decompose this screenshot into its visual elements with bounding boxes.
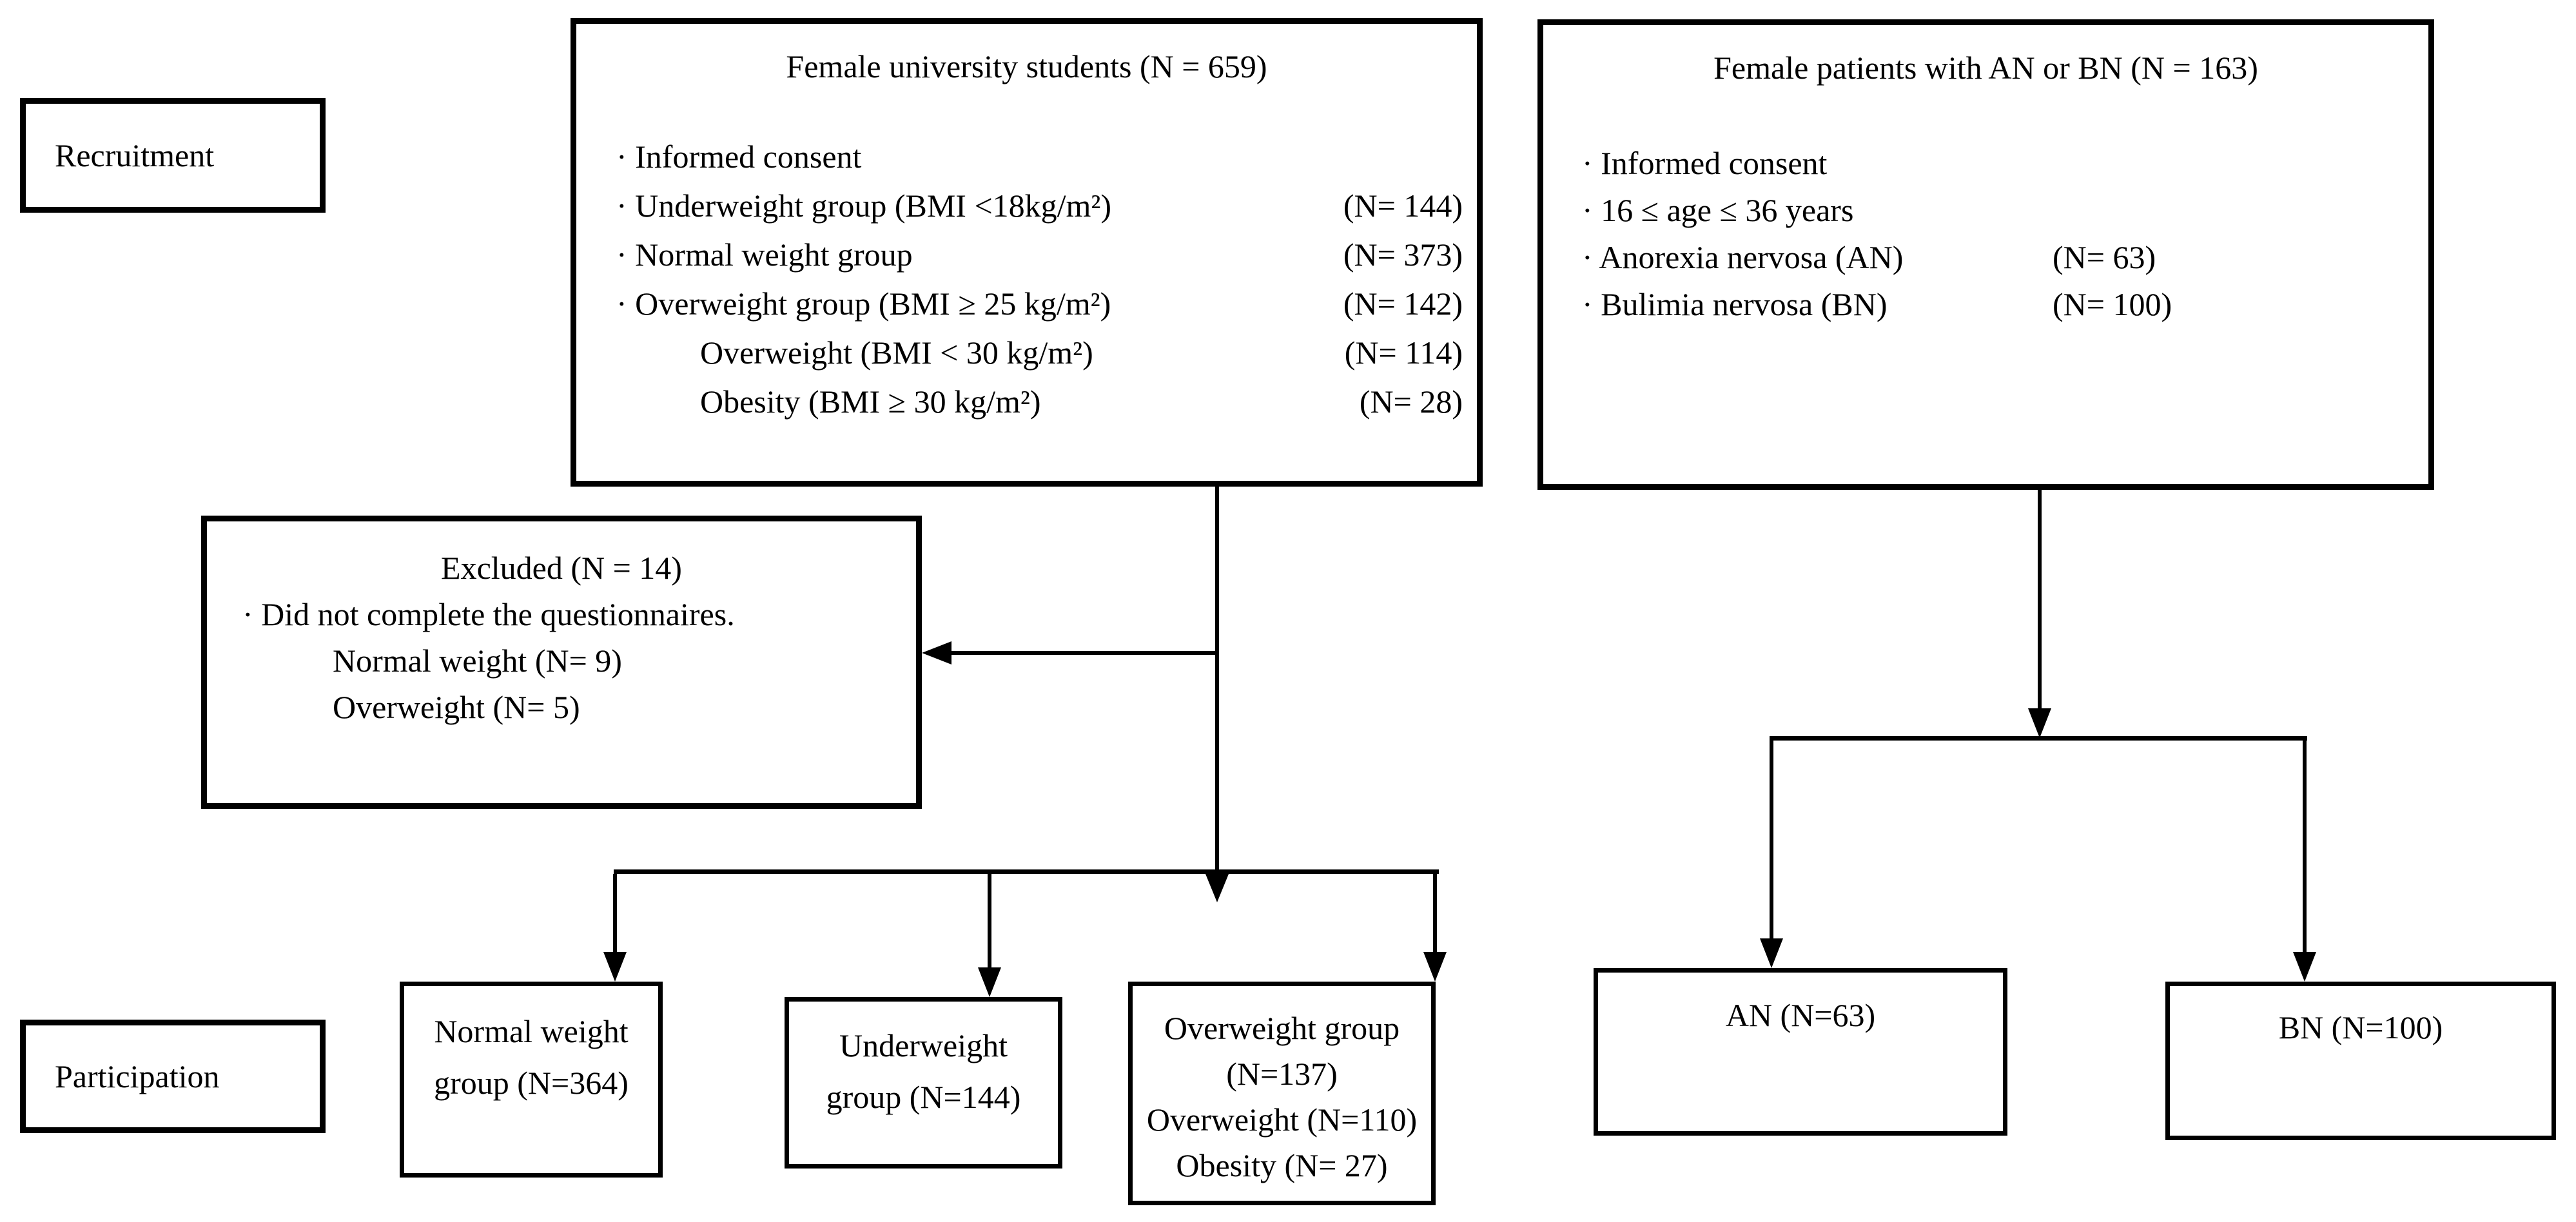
list-item: Overweight (N= 5) [333,689,580,725]
list-item: Obesity (BMI ≥ 30 kg/m²) (N= 28) [700,383,1463,420]
arrowhead-down-overweight-icon [1423,952,1447,982]
participation-stage-label: Participation [55,1058,220,1094]
connector-to-an [1770,741,1773,938]
connector-to-underweight [988,874,991,967]
patients-title: Female patients with AN or BN (N = 163) [1713,50,2258,86]
connector-patients-distribution [1770,736,2307,741]
list-item: · Bulimia nervosa (BN) (N= 100) [1582,286,2172,322]
list-item: · Informed consent [1582,145,1828,181]
list-item: · 16 ≤ age ≤ 36 years [1582,192,1854,228]
university-students-box: Female university students (N = 659) · I… [571,18,1483,487]
recruitment-stage-label: Recruitment [55,137,215,173]
arrowhead-down-junction-icon [1205,874,1229,902]
bn-group-box: BN (N=100) [2165,982,2556,1140]
underweight-group-box: Underweight group (N=144) [785,997,1062,1169]
connector-university-down [1215,487,1219,871]
recruitment-stage-label-box: Recruitment [20,98,326,213]
overweight-group-box: Overweight group (N=137) Overweight (N=1… [1128,982,1436,1205]
list-item: Overweight (BMI < 30 kg/m²) (N= 114) [700,335,1463,371]
excluded-box: Excluded (N = 14) · Did not complete the… [201,516,922,809]
list-item: · Normal weight group (N= 373) [616,237,1463,273]
arrowhead-down-patients-junction-icon [2028,708,2051,738]
connector-to-excluded [951,651,1217,655]
list-item: · Overweight group (BMI ≥ 25 kg/m²) (N= … [616,286,1463,322]
connector-to-bn [2303,741,2307,952]
university-students-title: Female university students (N = 659) [786,48,1267,84]
connector-patients-down [2038,490,2042,708]
list-item: · Did not complete the questionnaires. [242,596,735,632]
participation-stage-label-box: Participation [20,1020,326,1133]
normal-weight-group-box: Normal weight group (N=364) [400,982,663,1178]
list-item: Normal weight (N= 9) [333,643,622,679]
arrowhead-down-an-icon [1760,938,1783,968]
patients-box: Female patients with AN or BN (N = 163) … [1537,19,2434,490]
list-item: · Anorexia nervosa (AN) (N= 63) [1582,239,2156,275]
arrowhead-down-normal-weight-icon [603,952,627,982]
patients-criteria-list: · Informed consent · 16 ≤ age ≤ 36 years… [1543,140,2428,328]
excluded-title: Excluded (N = 14) [441,550,682,586]
list-item: · Underweight group (BMI <18kg/m²) (N= 1… [616,188,1463,224]
an-group-box: AN (N=63) [1594,968,2007,1136]
arrowhead-down-bn-icon [2293,952,2316,982]
arrowhead-down-underweight-icon [978,967,1001,997]
list-item: · Informed consent [616,139,862,175]
connector-university-distribution [614,869,1439,874]
connector-to-normal-weight [613,874,617,952]
connector-to-overweight [1433,874,1437,952]
university-students-criteria-list: · Informed consent · Underweight group (… [576,132,1477,426]
arrowhead-left-excluded-icon [922,641,951,664]
